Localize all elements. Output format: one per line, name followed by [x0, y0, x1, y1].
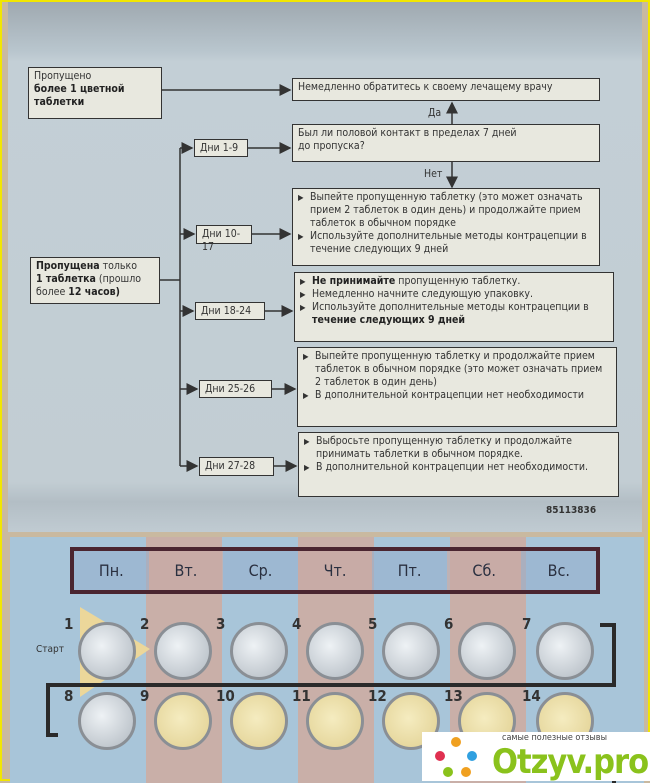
- pill-number: 6: [444, 615, 454, 633]
- yes-label: Да: [428, 107, 442, 119]
- bullet: Используйте дополнительные методы контра…: [298, 230, 594, 256]
- pill-number: 8: [64, 687, 74, 705]
- days-10-17-instructions: Выпейте пропущенную таблетку (это может …: [292, 188, 600, 266]
- pill-number: 12: [368, 687, 387, 705]
- bullet: В дополнительной контрацепции нет необхо…: [304, 461, 613, 474]
- pill-number: 14: [522, 687, 541, 705]
- pill-number: 13: [444, 687, 463, 705]
- pill-number: 2: [140, 615, 150, 633]
- pill: [154, 622, 212, 680]
- days-25-26-instructions: Выпейте пропущенную таблетку и продолжай…: [297, 347, 617, 427]
- pill-number: 10: [216, 687, 235, 705]
- no-label: Нет: [424, 168, 443, 180]
- days-18-24-instructions: Не принимайте пропущенную таблетку.Немед…: [294, 272, 614, 342]
- product-code: 85113836: [546, 505, 597, 516]
- pill: [458, 622, 516, 680]
- flow-connectors: [160, 84, 458, 472]
- text: Пропущено: [34, 70, 92, 82]
- days-1-9: Дни 1-9: [194, 139, 248, 157]
- pill: [230, 692, 288, 750]
- pill-number: 1: [64, 615, 74, 633]
- bullet: Выпейте пропущенную таблетку и продолжай…: [303, 350, 611, 389]
- pill: [78, 692, 136, 750]
- pill-number: 7: [522, 615, 532, 633]
- pill-number: 11: [292, 687, 311, 705]
- text: до пропуска?: [298, 140, 365, 152]
- contact-question-box: Был ли половой контакт в пределах 7 дней…: [292, 124, 600, 162]
- bullet: Выбросьте пропущенную таблетку и продолж…: [304, 435, 613, 461]
- text: более 1 цветной: [34, 83, 125, 95]
- bullet: В дополнительной контрацепции нет необхо…: [303, 389, 611, 402]
- pill: [230, 622, 288, 680]
- pill: [382, 622, 440, 680]
- watermark: самые полезные отзывы Otzyv.pro: [422, 732, 650, 782]
- days-27-28: Дни 27-28: [199, 457, 274, 476]
- text: Был ли половой контакт в пределах 7 дней: [298, 127, 517, 139]
- pill: [306, 622, 364, 680]
- days-10-17: Дни 10-17: [196, 225, 252, 253]
- days-27-28-instructions: Выбросьте пропущенную таблетку и продолж…: [298, 432, 619, 497]
- pill-number: 4: [292, 615, 302, 633]
- pill-number: 5: [368, 615, 378, 633]
- pill: [78, 622, 136, 680]
- text: таблетки: [34, 96, 85, 108]
- instruction-card: Пропущено более 1 цветной таблетки Немед…: [8, 2, 642, 532]
- start-label: Старт: [36, 644, 64, 655]
- pill-number: 9: [140, 687, 150, 705]
- missed-more-box: Пропущено более 1 цветной таблетки: [28, 67, 162, 119]
- pill: [306, 692, 364, 750]
- pill: [154, 692, 212, 750]
- watermark-logo-icon: [435, 737, 477, 777]
- weekday-header: Пн.Вт.Ср.Чт.Пт.Сб.Вс.: [70, 547, 600, 594]
- bullet: Выпейте пропущенную таблетку (это может …: [298, 191, 594, 230]
- pill-number: 3: [216, 615, 226, 633]
- pill: [536, 622, 594, 680]
- days-18-24: Дни 18-24: [195, 302, 265, 320]
- doctor-box: Немедленно обратитесь к своему лечащему …: [292, 78, 600, 101]
- days-25-26: Дни 25-26: [199, 380, 272, 398]
